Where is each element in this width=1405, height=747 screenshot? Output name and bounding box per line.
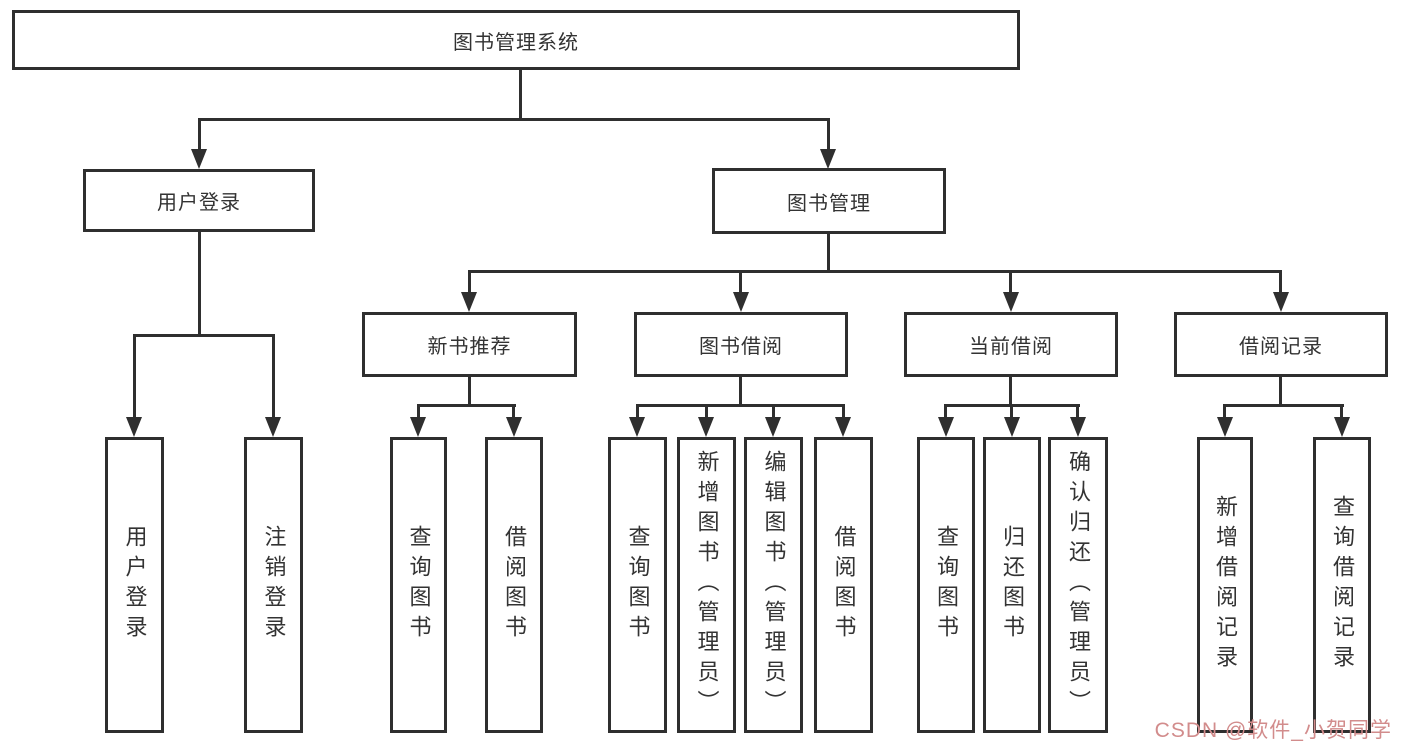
node-nb-borrow-books: 借阅图书 [485, 437, 543, 733]
connector-line [198, 232, 201, 334]
connector-line [133, 337, 136, 420]
node-logout-leaf: 注销登录 [244, 437, 303, 733]
arrow-down-icon [265, 417, 281, 437]
connector-line [198, 121, 201, 151]
node-new-book-recommendation: 新书推荐 [362, 312, 577, 377]
connector-line [468, 270, 1282, 273]
connector-line [198, 118, 830, 121]
arrow-down-icon [461, 292, 477, 312]
node-bb-query-books: 查询图书 [608, 437, 667, 733]
arrow-down-icon [820, 149, 836, 169]
watermark: CSDN @软件_小贺同学 [1154, 719, 1392, 742]
connector-line [842, 407, 845, 421]
connector-line [417, 407, 420, 421]
arrow-down-icon [410, 417, 426, 437]
node-bb-add-books-admin: 新增图书（管理员） [677, 437, 736, 733]
node-br-query-record: 查询借阅记录 [1313, 437, 1371, 733]
connector-line [944, 407, 947, 421]
connector-line [133, 334, 275, 337]
connector-line [1009, 377, 1012, 406]
connector-line [417, 404, 516, 407]
connector-line [1279, 273, 1282, 295]
connector-line [1223, 404, 1344, 407]
node-bb-edit-books-admin: 编辑图书（管理员） [744, 437, 803, 733]
node-cb-confirm-return-admin: 确认归还（管理员） [1048, 437, 1108, 733]
arrow-down-icon [1003, 292, 1019, 312]
connector-line [739, 377, 742, 406]
node-book-borrowing: 图书借阅 [634, 312, 848, 377]
node-cb-query-books: 查询图书 [917, 437, 975, 733]
connector-line [705, 407, 708, 421]
arrow-down-icon [1004, 417, 1020, 437]
connector-line [1279, 377, 1282, 406]
node-cb-return-books: 归还图书 [983, 437, 1041, 733]
arrow-down-icon [1217, 417, 1233, 437]
connector-line [1010, 407, 1013, 421]
connector-line [636, 404, 845, 407]
arrow-down-icon [191, 149, 207, 169]
arrow-down-icon [506, 417, 522, 437]
node-bb-borrow-books: 借阅图书 [814, 437, 873, 733]
connector-line [636, 407, 639, 421]
connector-line [272, 337, 275, 420]
arrow-down-icon [835, 417, 851, 437]
arrow-down-icon [126, 417, 142, 437]
connector-line [468, 273, 471, 295]
node-user-login: 用户登录 [83, 169, 315, 232]
node-borrowing-records: 借阅记录 [1174, 312, 1388, 377]
arrow-down-icon [698, 417, 714, 437]
arrow-down-icon [629, 417, 645, 437]
node-current-borrowing: 当前借阅 [904, 312, 1118, 377]
node-book-management: 图书管理 [712, 168, 946, 234]
node-user-login-leaf: 用户登录 [105, 437, 164, 733]
arrow-down-icon [733, 292, 749, 312]
arrow-down-icon [938, 417, 954, 437]
arrow-down-icon [1273, 292, 1289, 312]
connector-line [519, 70, 522, 120]
connector-line [1223, 407, 1226, 421]
connector-line [944, 404, 1080, 407]
connector-line [512, 407, 515, 421]
node-br-add-record: 新增借阅记录 [1197, 437, 1253, 733]
node-library-management-system: 图书管理系统 [12, 10, 1020, 70]
arrow-down-icon [1070, 417, 1086, 437]
connector-line [739, 273, 742, 295]
connector-line [827, 121, 830, 151]
node-nb-query-books: 查询图书 [390, 437, 447, 733]
connector-line [772, 407, 775, 421]
arrow-down-icon [1334, 417, 1350, 437]
connector-line [468, 377, 471, 406]
connector-line [1009, 273, 1012, 295]
connector-line [827, 234, 830, 272]
arrow-down-icon [765, 417, 781, 437]
connector-line [1076, 407, 1079, 421]
connector-line [1340, 407, 1343, 421]
